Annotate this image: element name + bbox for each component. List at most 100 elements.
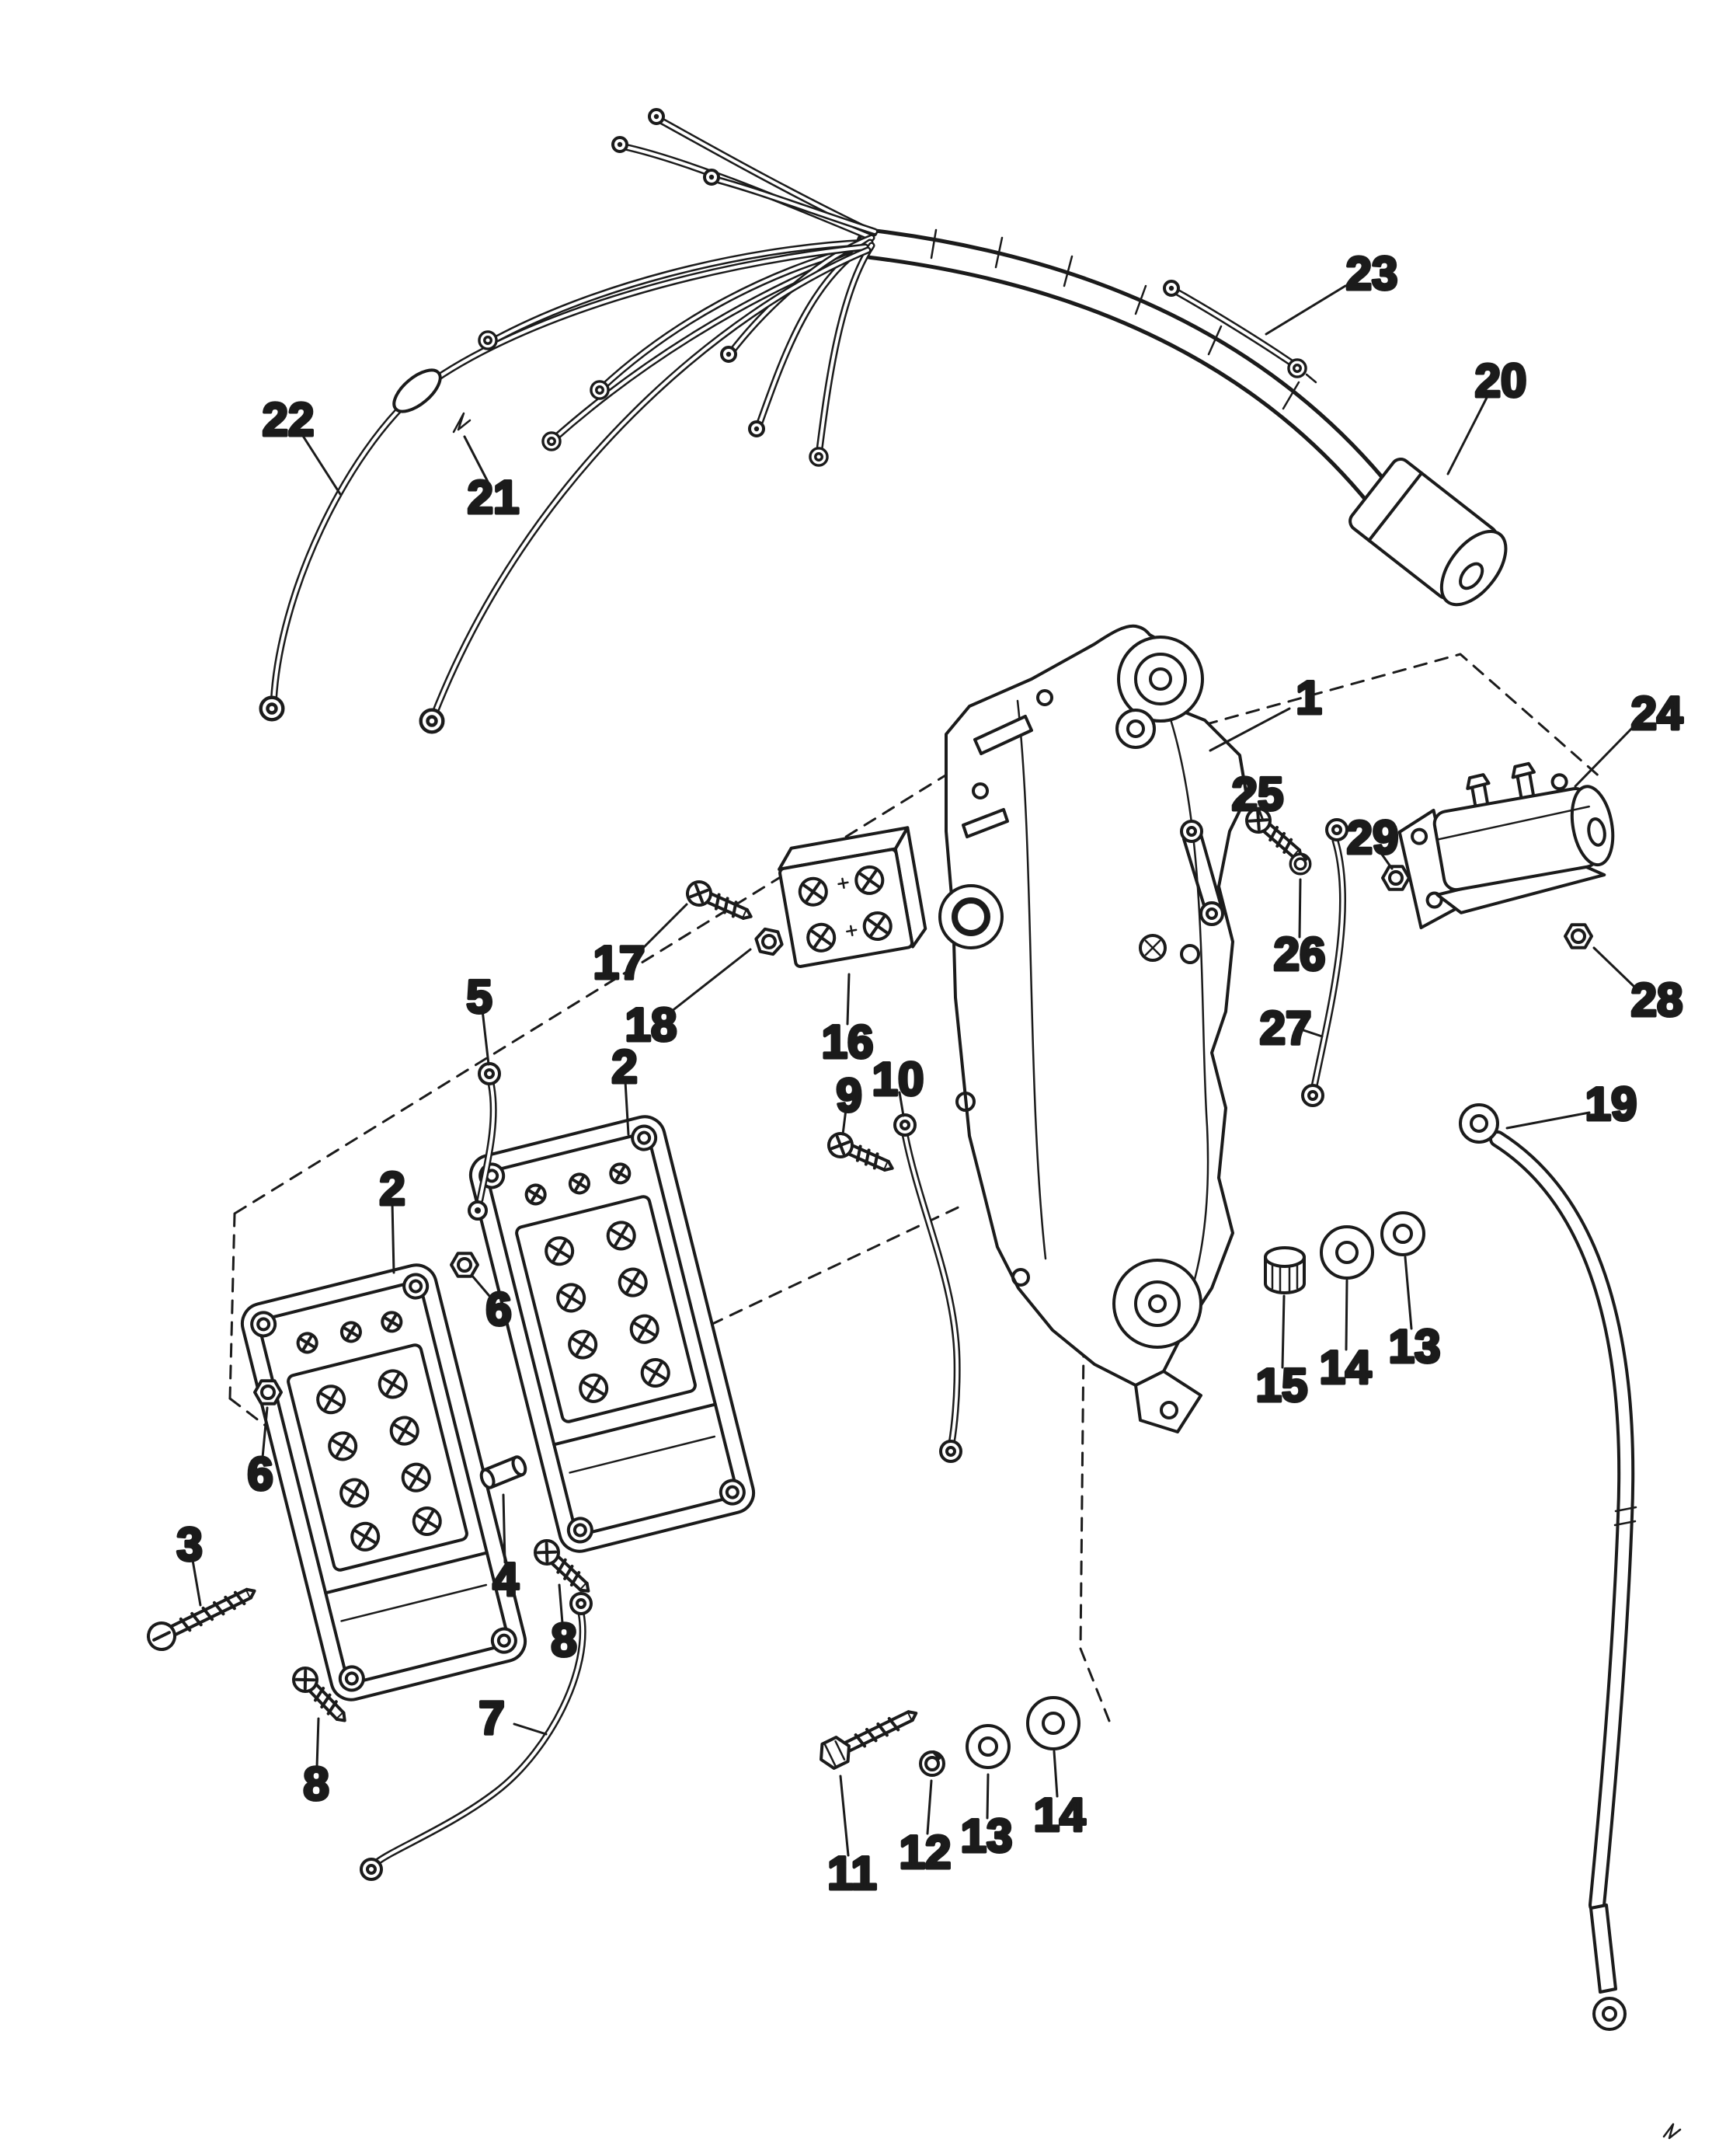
bracket-link-arm bbox=[1180, 820, 1224, 926]
callout-leader-10 bbox=[898, 1091, 905, 1117]
sleeve-mark bbox=[452, 412, 472, 434]
harness-connector bbox=[1348, 458, 1508, 607]
callout-leader-2 bbox=[391, 1201, 395, 1274]
callout-leader-13 bbox=[1404, 1256, 1413, 1330]
callout-label-21: 21 bbox=[468, 472, 520, 524]
callout-label-19: 19 bbox=[1585, 1078, 1637, 1130]
callout-leader-7 bbox=[513, 1722, 548, 1736]
callout-label-24: 24 bbox=[1631, 688, 1683, 740]
voltage-regulator bbox=[778, 826, 927, 968]
washer-14-upper bbox=[1320, 1225, 1374, 1280]
callout-label-8: 8 bbox=[551, 1614, 576, 1667]
callout-leader-5 bbox=[481, 1008, 490, 1066]
callout-label-26: 26 bbox=[1274, 928, 1326, 980]
callout-leader-4 bbox=[502, 1493, 506, 1564]
callout-label-27: 27 bbox=[1260, 1002, 1312, 1054]
callout-leader-20 bbox=[1446, 393, 1490, 475]
bracket-grommet bbox=[938, 884, 1004, 949]
callout-label-6: 6 bbox=[247, 1448, 273, 1500]
callout-label-20: 20 bbox=[1475, 355, 1527, 407]
nut-18 bbox=[752, 926, 786, 957]
corner-mark bbox=[1662, 2123, 1682, 2140]
callout-label-4: 4 bbox=[492, 1554, 519, 1606]
callout-label-12: 12 bbox=[900, 1827, 952, 1879]
callout-label-22: 22 bbox=[263, 394, 315, 446]
callout-leader-9 bbox=[841, 1108, 847, 1136]
callout-label-17: 17 bbox=[593, 937, 646, 989]
callout-label-6: 6 bbox=[485, 1283, 511, 1336]
callout-leader-12 bbox=[926, 1779, 933, 1835]
callout-leader-11 bbox=[839, 1775, 850, 1857]
bracket-top-roller bbox=[1117, 636, 1204, 723]
callout-leader-6 bbox=[261, 1406, 269, 1459]
callout-leader-24 bbox=[1574, 723, 1637, 788]
washer-13-upper bbox=[1380, 1211, 1425, 1256]
starter-solenoid bbox=[1397, 761, 1615, 930]
screw-17 bbox=[682, 876, 757, 929]
callout-label-8: 8 bbox=[303, 1758, 329, 1810]
callout-label-1: 1 bbox=[1296, 672, 1321, 724]
nut-28 bbox=[1564, 923, 1593, 949]
callout-leader-21 bbox=[463, 435, 489, 483]
callout-label-14: 14 bbox=[1320, 1342, 1372, 1394]
washer-13-lower bbox=[966, 1724, 1011, 1769]
hex-bolt-11 bbox=[815, 1701, 921, 1772]
callout-label-9: 9 bbox=[836, 1070, 861, 1122]
washer-14-lower bbox=[1026, 1696, 1080, 1750]
callout-leader-1 bbox=[1209, 707, 1291, 752]
spacer-bushing-15 bbox=[1264, 1246, 1306, 1294]
callout-label-11: 11 bbox=[827, 1848, 876, 1900]
nut-6-lower bbox=[253, 1379, 283, 1405]
callout-label-23: 23 bbox=[1346, 248, 1398, 300]
ground-wire-27 bbox=[1301, 818, 1348, 1107]
callout-leader-18 bbox=[670, 948, 752, 1013]
battery-cable bbox=[1459, 1103, 1637, 2031]
callout-label-18: 18 bbox=[625, 999, 677, 1051]
callout-leader-19 bbox=[1505, 1111, 1591, 1130]
callout-leader-6 bbox=[470, 1273, 491, 1297]
cable-end-lug bbox=[1589, 1903, 1617, 1994]
callout-label-13: 13 bbox=[1389, 1321, 1441, 1373]
bracket-bottom-roller bbox=[1112, 1259, 1202, 1349]
callout-leader-29 bbox=[1377, 848, 1394, 870]
harness-sleeve-21 bbox=[392, 368, 442, 413]
callout-label-15: 15 bbox=[1256, 1360, 1308, 1412]
callout-leader-8 bbox=[315, 1717, 320, 1768]
callout-leader-27 bbox=[1302, 1029, 1324, 1038]
wire-10 bbox=[893, 1113, 962, 1463]
callout-leader-14 bbox=[1345, 1279, 1348, 1351]
callout-leader-16 bbox=[846, 973, 851, 1026]
nut-29 bbox=[1381, 865, 1411, 891]
callout-leader-2 bbox=[624, 1080, 630, 1136]
jumper-wire-5 bbox=[468, 1062, 501, 1221]
mounting-bracket bbox=[938, 624, 1248, 1433]
callout-leader-23 bbox=[1265, 284, 1347, 336]
screw-3 bbox=[144, 1579, 260, 1653]
callout-leader-28 bbox=[1592, 946, 1637, 990]
callout-label-10: 10 bbox=[872, 1054, 924, 1106]
sleeve-4 bbox=[479, 1455, 527, 1489]
callout-label-5: 5 bbox=[466, 971, 492, 1023]
callout-leader-8 bbox=[558, 1583, 564, 1625]
callout-leader-17 bbox=[637, 903, 688, 954]
callout-leader-25 bbox=[1257, 806, 1265, 822]
harness-lead-wire-23 bbox=[1163, 280, 1317, 384]
jumper-wire-7 bbox=[360, 1592, 593, 1881]
callout-label-29: 29 bbox=[1347, 812, 1399, 864]
callout-leader-13 bbox=[986, 1773, 990, 1820]
screw-9 bbox=[823, 1128, 899, 1181]
callout-label-13: 13 bbox=[961, 1810, 1013, 1862]
callout-label-2: 2 bbox=[611, 1041, 637, 1093]
callout-leader-14 bbox=[1053, 1750, 1059, 1798]
lock-washer-12 bbox=[919, 1750, 945, 1777]
callout-label-3: 3 bbox=[176, 1519, 202, 1571]
callout-label-25: 25 bbox=[1232, 768, 1284, 820]
callout-label-7: 7 bbox=[478, 1692, 504, 1744]
nut-6-upper bbox=[450, 1252, 479, 1278]
callout-label-16: 16 bbox=[822, 1016, 874, 1068]
callout-leader-15 bbox=[1281, 1294, 1286, 1369]
callout-label-2: 2 bbox=[379, 1163, 405, 1215]
